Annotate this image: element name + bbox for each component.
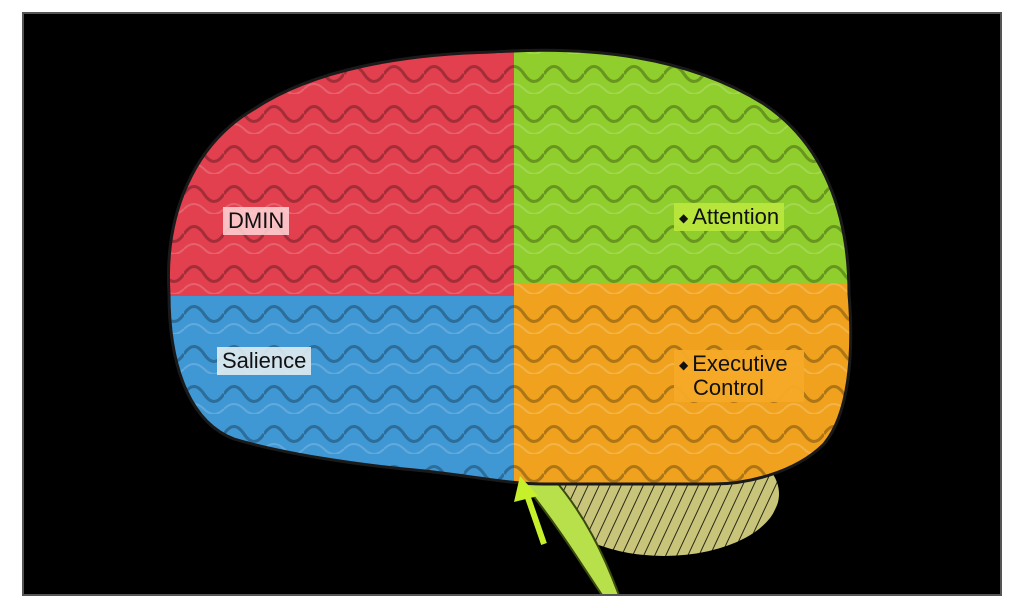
bullet-diamond-icon: ◆ (679, 211, 688, 225)
label-salience-text: Salience (222, 348, 306, 373)
label-executive-line2: Control (693, 375, 764, 400)
bullet-diamond-icon: ◆ (679, 358, 688, 372)
brain-illustration (24, 14, 1002, 596)
brain-diagram-panel: DMIN Salience ◆ Attention ◆ Executive Cont… (22, 12, 1002, 596)
label-executive-line1: Executive (692, 351, 787, 376)
label-salience: Salience (217, 347, 311, 375)
gyri-texture (124, 34, 884, 514)
label-attention: ◆ Attention (674, 203, 784, 231)
label-dmn-text: DMIN (228, 208, 284, 233)
label-attention-text: Attention (692, 204, 779, 229)
label-executive-control: ◆ Executive Control (674, 350, 804, 402)
label-dmn: DMIN (223, 207, 289, 235)
